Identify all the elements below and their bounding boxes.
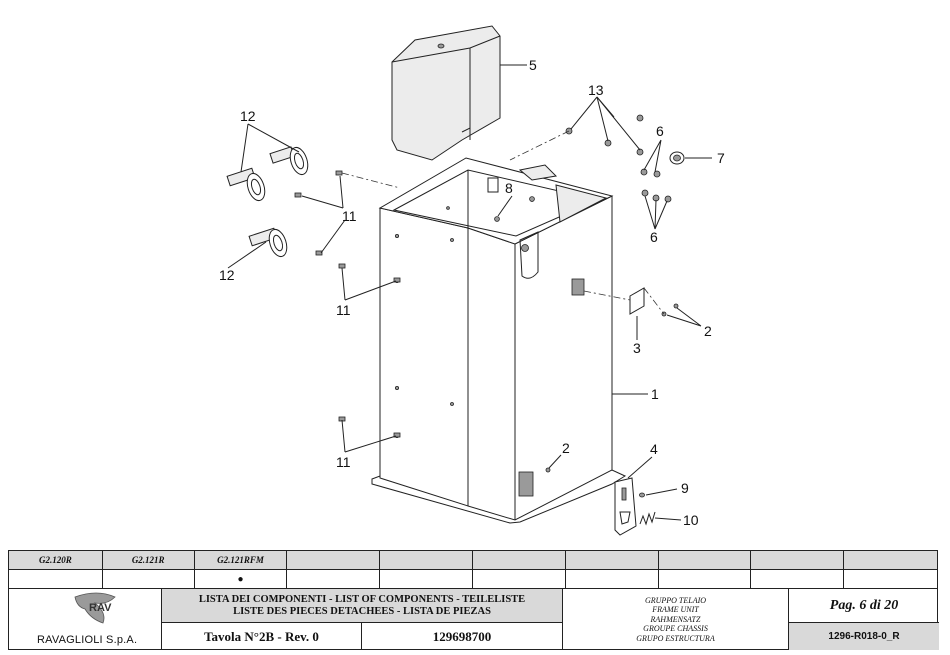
group-name-area: GRUPPO TELAIO FRAME UNIT RAHMENSATZ GROU… [563, 589, 789, 650]
svg-text:RAV: RAV [89, 602, 112, 614]
callout-10: 10 [683, 512, 699, 528]
table-info-row: Tavola N°2B - Rev. 0 129698700 [162, 623, 562, 650]
group-name-it: GRUPPO TELAIO [644, 595, 707, 605]
list-title-line-2: LISTE DES PIECES DETACHEES - LISTA DE PI… [233, 605, 491, 617]
bushing-parts [226, 146, 309, 258]
callout-6-lower: 6 [650, 229, 658, 245]
small-hardware [294, 114, 685, 473]
callout-9: 9 [681, 480, 689, 496]
page-number: Pag. 6 di 20 [789, 589, 939, 623]
callout-11-upper: 11 [342, 208, 357, 224]
callout-2-right: 2 [704, 323, 712, 339]
cover-part [391, 25, 501, 161]
bracket-part [614, 477, 637, 536]
company-name: RAVAGLIOLI S.p.A. [37, 634, 138, 646]
callout-12-lower: 12 [219, 267, 235, 283]
model-header [473, 551, 566, 569]
model-mark [380, 570, 473, 588]
cover-plate [629, 287, 645, 315]
group-name-es: GRUPO ESTRUCTURA [636, 633, 715, 643]
model-header [751, 551, 845, 569]
model-header-row: G2.120R G2.121R G2.121RFM [9, 551, 937, 570]
table-revision: Tavola N°2B - Rev. 0 [162, 623, 362, 650]
spring-part [639, 511, 656, 526]
model-mark-row: ● [9, 570, 937, 589]
exploded-parts-drawing: 1 2 2 3 4 5 6 6 7 8 9 10 11 11 11 12 12 … [219, 25, 725, 536]
group-name-de: RAHMENSATZ [650, 614, 701, 624]
washer-part [639, 492, 645, 498]
model-header: G2.121RFM [195, 551, 288, 569]
leader-lines [227, 64, 712, 521]
components-list-title: LISTA DEI COMPONENTI - LIST OF COMPONENT… [162, 589, 562, 623]
model-header [566, 551, 659, 569]
model-mark [751, 570, 845, 588]
title-block-lower: RAV RAVAGLIOLI S.p.A. LISTA DEI COMPONEN… [9, 589, 939, 650]
model-header [287, 551, 381, 569]
callout-2-lower: 2 [562, 440, 570, 456]
model-mark [844, 570, 937, 588]
callout-5: 5 [529, 57, 537, 73]
frame-body [371, 157, 627, 524]
model-mark [103, 570, 195, 588]
table-code: 129698700 [432, 628, 492, 644]
title-block: G2.120R G2.121R G2.121RFM ● RAV RAVAGLIO… [8, 550, 939, 650]
callout-7: 7 [717, 150, 725, 166]
model-header: G2.120R [9, 551, 103, 569]
model-mark [287, 570, 381, 588]
model-header [844, 551, 937, 569]
callout-8: 8 [505, 180, 513, 196]
company-logo: RAV [74, 592, 116, 624]
group-name-fr: GROUPE CHASSIS [643, 624, 708, 634]
document-code: 1296-R018-0_R [789, 623, 939, 650]
callout-12-upper: 12 [240, 108, 256, 124]
callout-13: 13 [588, 82, 604, 98]
callout-11-middle: 11 [336, 302, 351, 318]
callout-6-upper: 6 [656, 123, 664, 139]
page-info-area: Pag. 6 di 20 1296-R018-0_R [789, 589, 939, 650]
callout-4: 4 [650, 441, 658, 457]
callout-3: 3 [633, 340, 641, 356]
model-header [380, 551, 473, 569]
model-mark [9, 570, 103, 588]
components-list-area: LISTA DEI COMPONENTI - LIST OF COMPONENT… [162, 589, 563, 650]
model-mark: ● [195, 570, 288, 588]
callout-11-lower: 11 [336, 454, 351, 470]
model-mark [659, 570, 752, 588]
model-header: G2.121R [103, 551, 195, 569]
list-title-line-1: LISTA DEI COMPONENTI - LIST OF COMPONENT… [198, 593, 526, 605]
model-mark [566, 570, 659, 588]
model-mark [473, 570, 566, 588]
company-logo-area: RAV RAVAGLIOLI S.p.A. [9, 589, 162, 650]
group-name-en: FRAME UNIT [652, 605, 699, 615]
assembly-lines [341, 130, 665, 315]
model-header [659, 551, 752, 569]
callout-1: 1 [651, 386, 659, 402]
